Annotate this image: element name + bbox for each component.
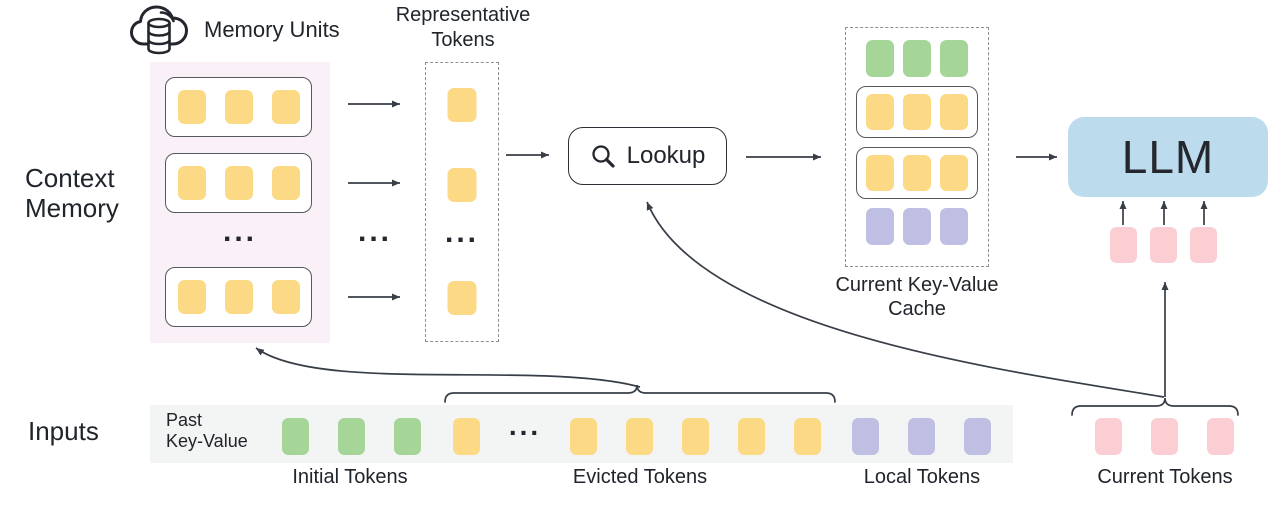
purple-token: [964, 418, 991, 455]
brace-evicted-tokens: [444, 384, 836, 403]
current-kv-cache-label: Current Key-Value Cache: [835, 274, 999, 320]
yellow-token: [794, 418, 821, 455]
search-icon: [591, 144, 615, 168]
yellow-token: [177, 90, 206, 124]
pink-token: [1150, 227, 1177, 263]
cloud-database-icon: [130, 5, 188, 55]
yellow-token: [447, 168, 477, 202]
cache-memory-row: [856, 86, 978, 138]
memory-units-label: Memory Units: [204, 17, 340, 42]
initial-tokens-group: [282, 418, 421, 455]
yellow-token: [940, 94, 968, 130]
yellow-token: [271, 166, 300, 200]
yellow-token: [570, 418, 597, 455]
cache-local-row: [866, 208, 968, 245]
green-token: [282, 418, 309, 455]
inputs-label: Inputs: [28, 416, 99, 446]
llm-input-tokens: [1110, 227, 1217, 263]
yellow-token: [177, 280, 206, 314]
brace-current-tokens: [1071, 397, 1239, 416]
green-token: [903, 40, 931, 77]
green-token: [940, 40, 968, 77]
green-token: [866, 40, 894, 77]
purple-token: [903, 208, 931, 245]
yellow-token: [866, 155, 894, 191]
pink-token: [1190, 227, 1217, 263]
memory-units-panel: ...: [150, 62, 330, 343]
between-panels-ellipsis: ...: [357, 215, 392, 248]
pink-token: [1110, 227, 1137, 263]
yellow-token: [738, 418, 765, 455]
local-tokens-group: [852, 418, 991, 455]
llm-label: LLM: [1121, 131, 1215, 183]
purple-token: [940, 208, 968, 245]
representative-ellipsis: ...: [444, 216, 479, 249]
memory-panel-ellipsis: ...: [222, 215, 257, 248]
representative-tokens-label: Representative Tokens: [395, 4, 531, 51]
yellow-token: [866, 94, 894, 130]
memory-unit-row: [165, 267, 312, 327]
cache-memory-row: [856, 147, 978, 199]
yellow-token: [626, 418, 653, 455]
pink-token: [1207, 418, 1234, 455]
pink-token: [1095, 418, 1122, 455]
current-tokens-group: [1095, 418, 1234, 455]
purple-token: [852, 418, 879, 455]
cache-initial-row: [866, 40, 968, 77]
evicted-tokens-caption: Evicted Tokens: [572, 466, 708, 488]
memory-unit-row: [165, 153, 312, 213]
lookup-label: Lookup: [626, 142, 706, 169]
yellow-token: [903, 94, 931, 130]
initial-tokens-caption: Initial Tokens: [292, 466, 408, 488]
current-tokens-caption: Current Tokens: [1097, 466, 1233, 488]
yellow-token: [271, 280, 300, 314]
representative-token: [447, 88, 477, 122]
representative-tokens-box: ...: [425, 62, 499, 342]
pink-token: [1151, 418, 1178, 455]
local-tokens-caption: Local Tokens: [863, 466, 981, 488]
llm-box: LLM: [1068, 117, 1268, 197]
purple-token: [908, 418, 935, 455]
yellow-token: [940, 155, 968, 191]
evicted-ellipsis: ...: [508, 410, 542, 441]
current-kv-cache-box: [845, 27, 989, 267]
memory-unit-row: [165, 77, 312, 137]
past-key-value-label: Past Key-Value: [166, 410, 248, 451]
lookup-button: Lookup: [568, 127, 727, 185]
green-token: [338, 418, 365, 455]
representative-token: [447, 168, 477, 202]
evicted-tokens-head: [453, 418, 480, 455]
green-token: [394, 418, 421, 455]
yellow-token: [224, 90, 253, 124]
yellow-token: [903, 155, 931, 191]
purple-token: [866, 208, 894, 245]
evicted-tokens-tail: [570, 418, 821, 455]
context-memory-label: Context Memory: [25, 163, 119, 223]
arrow-evicted-to-context-memory: [255, 347, 641, 388]
yellow-token: [177, 166, 206, 200]
yellow-token: [447, 281, 477, 315]
representative-token: [447, 281, 477, 315]
yellow-token: [224, 280, 253, 314]
yellow-token: [682, 418, 709, 455]
yellow-token: [271, 90, 300, 124]
yellow-token: [224, 166, 253, 200]
yellow-token: [447, 88, 477, 122]
yellow-token: [453, 418, 480, 455]
memory-units-header: Memory Units: [128, 2, 340, 58]
